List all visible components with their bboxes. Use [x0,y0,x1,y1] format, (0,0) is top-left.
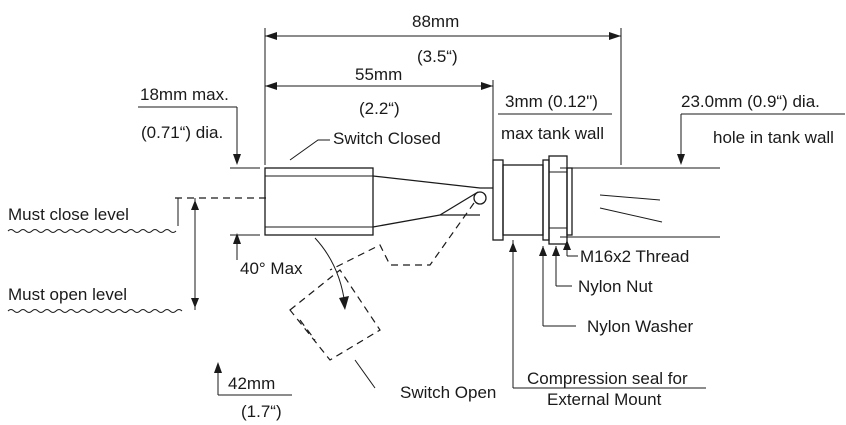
hole-dimension: 23.0mm (0.9“) dia. hole in tank wall [677,92,845,165]
callouts: M16x2 Thread Nylon Nut Nylon Washer Comp… [509,238,706,409]
overall-length-in: (3.5“) [417,47,458,66]
thread-label: M16x2 Thread [580,247,689,266]
drop-in: (1.7“) [241,402,282,421]
wall-thickness: 3mm (0.12") [505,92,598,111]
float-open [289,202,475,361]
switch-closed-label: Switch Closed [333,129,441,148]
diameter-dimension: 18mm max. (0.71“) dia. [138,85,260,260]
overall-length-mm: 88mm [412,12,459,31]
fitting-housing [473,155,573,245]
angle-label: 40° Max [240,259,303,278]
length-dimension: 55mm (2.2“) [265,65,494,160]
hole-label: hole in tank wall [713,128,834,147]
compression-label-2: External Mount [547,390,662,409]
must-close-label: Must close level [8,205,129,224]
nylon-nut-label: Nylon Nut [578,277,653,296]
drop-dimension: 42mm (1.7“) [214,362,292,421]
must-open-level: Must open level [7,285,183,313]
overall-dimension: 88mm (3.5“) [264,12,622,165]
length-in: (2.2“) [359,99,400,118]
float-closed [264,167,493,236]
tank-wall [560,167,720,238]
nylon-washer-label: Nylon Washer [587,317,693,336]
diameter-in: (0.71“) dia. [141,123,223,142]
length-mm: 55mm [355,65,402,84]
wall-label: max tank wall [501,124,604,143]
must-open-label: Must open level [8,285,127,304]
compression-label-1: Compression seal for [527,369,688,388]
switch-open-label: Switch Open [400,383,496,402]
drop-mm: 42mm [228,374,275,393]
hole-diameter: 23.0mm (0.9“) dia. [681,92,820,111]
diameter-mm: 18mm max. [140,85,229,104]
must-close-level: Must close level [7,198,179,233]
wall-dimension: 3mm (0.12") max tank wall [498,92,612,143]
